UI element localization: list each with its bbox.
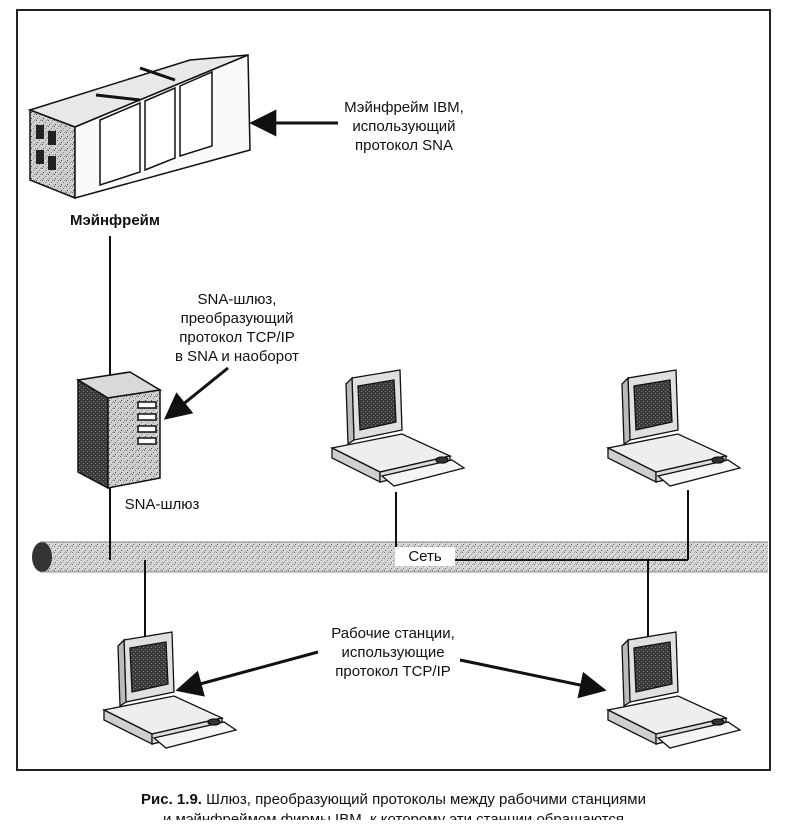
workstations-callout: Рабочие станции, использующие протокол T… [318, 624, 468, 681]
diagram-border [16, 9, 771, 771]
workstations-callout-line: протокол TCP/IP [335, 663, 451, 680]
gateway-callout-line: протокол TCP/IP [179, 329, 295, 346]
figure-caption: Рис. 1.9. Шлюз, преобразующий протоколы … [0, 790, 787, 830]
gateway-callout-line: в SNA и наоборот [175, 348, 299, 365]
mainframe-callout-line: использующий [352, 118, 456, 135]
mainframe-callout: Мэйнфрейм IBM, использующий протокол SNA [340, 98, 468, 155]
workstations-callout-line: Рабочие станции, [331, 625, 455, 642]
caption-text: Шлюз, преобразующий протоколы между рабо… [206, 791, 646, 808]
workstations-callout-line: использующие [341, 644, 445, 661]
gateway-callout-line: SNA-шлюз, [197, 291, 277, 308]
arrow-icon [175, 650, 319, 697]
server-icon [75, 371, 163, 490]
gateway-label: SNA-шлюз [124, 496, 200, 513]
mainframe-label: Мэйнфрейм [69, 212, 160, 229]
caption-line: Рис. 1.9. Шлюз, преобразующий протоколы … [0, 790, 787, 810]
gateway-callout-line: преобразующий [180, 310, 294, 327]
workstation-icon [102, 631, 238, 749]
network-label: Сеть [395, 547, 455, 566]
caption-number: Рис. 1.9. [141, 791, 202, 808]
workstation-icon [606, 631, 742, 749]
mainframe-callout-line: Мэйнфрейм IBM, [344, 99, 464, 116]
mainframe-icon [27, 53, 251, 200]
gateway-callout: SNA-шлюз, преобразующий протокол TCP/IP … [162, 290, 312, 366]
mainframe-callout-line: протокол SNA [354, 137, 454, 154]
workstation-icon [606, 369, 742, 487]
arrow-icon [163, 366, 229, 420]
arrow-icon [459, 658, 607, 699]
caption-line-2: и мэйнфреймом фирмы IBM, к которому эти … [162, 811, 625, 828]
workstation-icon [330, 369, 466, 487]
